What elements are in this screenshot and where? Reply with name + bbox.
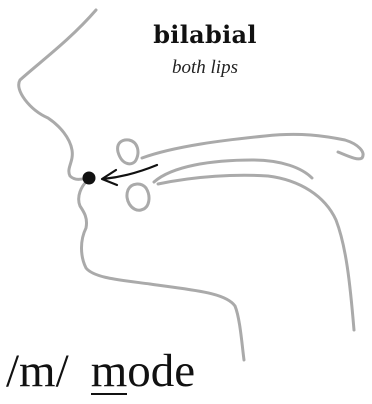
face-profile-outline — [19, 10, 96, 179]
example-word-rest: ode — [127, 345, 195, 397]
chin-throat-outline — [79, 182, 244, 360]
tongue-outline — [154, 160, 312, 182]
upper-teeth — [118, 140, 138, 164]
sound-example: /m/mode — [6, 346, 368, 396]
phoneme-symbol: /m/ — [6, 345, 69, 397]
articulation-point — [83, 172, 96, 185]
lower-teeth — [127, 184, 149, 210]
palate-outline — [142, 134, 363, 159]
place-of-articulation-description: both lips — [120, 57, 290, 79]
place-of-articulation-title: bilabial — [120, 20, 290, 49]
example-word-highlight: m — [91, 349, 128, 395]
pharynx-outline — [158, 175, 354, 330]
